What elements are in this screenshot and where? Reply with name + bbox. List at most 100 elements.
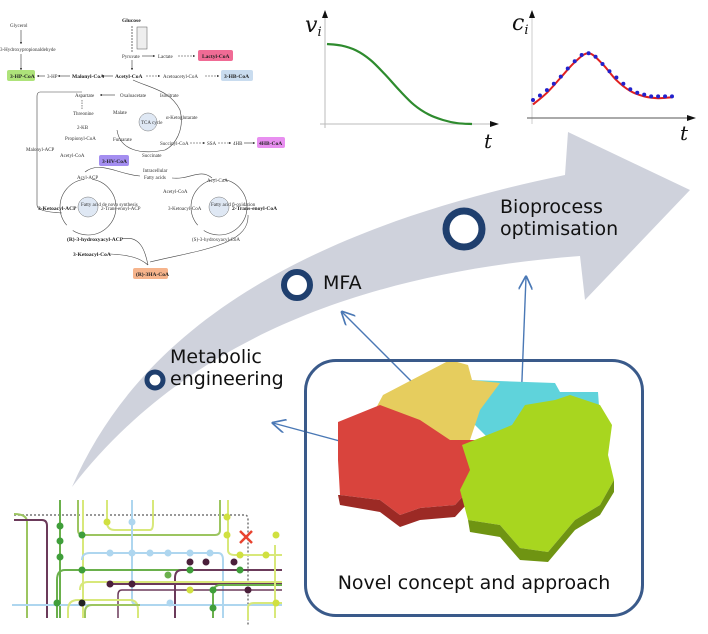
network-node	[53, 599, 61, 607]
network-node	[186, 566, 194, 574]
pw-node: (R)-3-hydroxyacyl-ACP	[67, 236, 124, 243]
rate-curve	[326, 42, 473, 126]
network-node	[209, 586, 217, 594]
pw-target-4hb-coa	[257, 137, 285, 148]
svg-text:TCA cycle: TCA cycle	[141, 121, 163, 126]
data-point	[656, 94, 661, 99]
data-point	[600, 62, 605, 66]
pw-node: Pyruvate	[122, 55, 141, 60]
puzzle-piece-green	[460, 395, 614, 552]
pw-node: Malonyl-CoA	[72, 74, 104, 80]
network-node	[106, 580, 114, 588]
network-node	[103, 518, 111, 526]
pw-node: Malonyl-ACP	[26, 148, 55, 153]
novel-concept-box	[304, 359, 644, 617]
pw-target-r3ha-coa	[133, 268, 168, 279]
puzzle-piece-red	[338, 405, 478, 515]
rate-plot: vi t	[305, 10, 499, 153]
network-node	[236, 551, 244, 559]
pw-node: Acetyl-CoA	[115, 74, 143, 80]
network-node	[223, 531, 231, 539]
network-node	[272, 531, 280, 539]
pw-node: 3-Hydroxypropionaldehyde	[0, 48, 56, 53]
pw-node: Acetyl-CoA	[60, 154, 85, 159]
conc-plot-y-arrow	[529, 10, 535, 18]
network-node	[186, 549, 194, 557]
data-point	[579, 53, 584, 57]
pw-node: Glucose	[122, 18, 141, 24]
stage-label-metabolic-engineering: Metabolic engineering	[170, 346, 284, 390]
network-node	[272, 599, 280, 607]
pw-node: Oxaloacetate	[120, 94, 147, 99]
pw-node: Fumarate	[113, 138, 133, 143]
network-node	[206, 549, 214, 557]
network-node	[186, 586, 194, 594]
stage-label-line2: engineering	[170, 368, 284, 390]
network-node	[128, 518, 136, 526]
data-point	[649, 94, 654, 99]
data-point	[531, 98, 535, 102]
network-node	[78, 599, 86, 607]
network-node	[209, 604, 217, 612]
pw-node: Acyl-CoA	[207, 179, 228, 184]
network-node	[146, 549, 154, 557]
pw-node: Intracellular	[143, 169, 168, 174]
progress-arrow	[72, 132, 690, 487]
network-node	[56, 537, 64, 545]
pw-node: Propionyl-CoA	[65, 137, 96, 142]
network-node	[78, 531, 86, 539]
stage-marker-mfa	[281, 269, 313, 301]
pw-node: Aspartate	[75, 94, 95, 99]
pw-node: 3-HP	[47, 75, 58, 80]
pw-node: 4HB	[233, 142, 243, 147]
stage-label-line1: MFA	[323, 272, 362, 294]
pw-node: Acetyl-CoA	[163, 190, 188, 195]
network-node	[202, 558, 210, 566]
conc-plot-x-arrow	[687, 115, 696, 121]
network-node	[78, 566, 86, 574]
conc-plot-xlabel: t	[680, 121, 689, 145]
rate-plot-x-arrow	[490, 121, 499, 127]
concentration-plot: ci t	[512, 10, 696, 145]
data-point	[670, 94, 674, 99]
pw-node: 3-Ketoacyl-CoA	[168, 207, 202, 212]
network-node	[186, 558, 194, 566]
puzzle-illustration	[338, 360, 614, 562]
pw-node: SSA	[207, 142, 217, 147]
stage-label-line2: optimisation	[500, 218, 619, 240]
pw-node: Lactate	[158, 55, 173, 60]
data-point	[565, 66, 570, 71]
pw-node: 2-KB	[77, 126, 89, 131]
stage-label-bioprocess: Bioprocess optimisation	[500, 196, 618, 240]
stage-marker-metabolic-engineering	[144, 369, 166, 391]
network-node	[128, 580, 136, 588]
network-node	[236, 566, 244, 574]
network-node	[164, 571, 172, 579]
pw-node: Succinyl-CoA	[160, 142, 189, 147]
pw-target-3hp-coa	[7, 70, 35, 81]
data-point	[663, 94, 668, 99]
data-point	[537, 93, 542, 98]
stage-marker-bioprocess	[442, 207, 486, 251]
stage-label-line1: Metabolic	[170, 346, 262, 368]
svg-text:3-HB-CoA: 3-HB-CoA	[224, 74, 249, 80]
puzzle-piece-red-shadow	[338, 480, 478, 527]
data-point	[586, 51, 591, 56]
network-node	[230, 558, 238, 566]
network-node	[223, 513, 231, 521]
puzzle-piece-green-shadow	[468, 480, 614, 562]
pw-node: (S)-3-hydroxyacyl-CoA	[192, 238, 240, 243]
svg-text:3-HV-CoA: 3-HV-CoA	[102, 159, 127, 165]
metabolic-pathway-diagram: Glycerol 3-Hydroxypropionaldehyde Glucos…	[0, 18, 285, 279]
pw-target-lactyl-coa	[198, 50, 233, 61]
data-point	[635, 90, 640, 95]
pw-node: 2-Trans-enoyl-ACP	[101, 207, 141, 212]
rate-plot-xlabel: t	[484, 129, 493, 153]
novel-concept-label: Novel concept and approach	[337, 572, 611, 594]
data-point	[607, 69, 612, 74]
svg-text:4HB-CoA: 4HB-CoA	[259, 141, 282, 147]
stage-label-mfa: MFA	[323, 272, 362, 294]
svg-text:Fatty acid β-oxidation: Fatty acid β-oxidation	[211, 203, 256, 208]
data-point	[558, 74, 563, 79]
pw-node: Acetoacetyl-CoA	[163, 75, 198, 80]
